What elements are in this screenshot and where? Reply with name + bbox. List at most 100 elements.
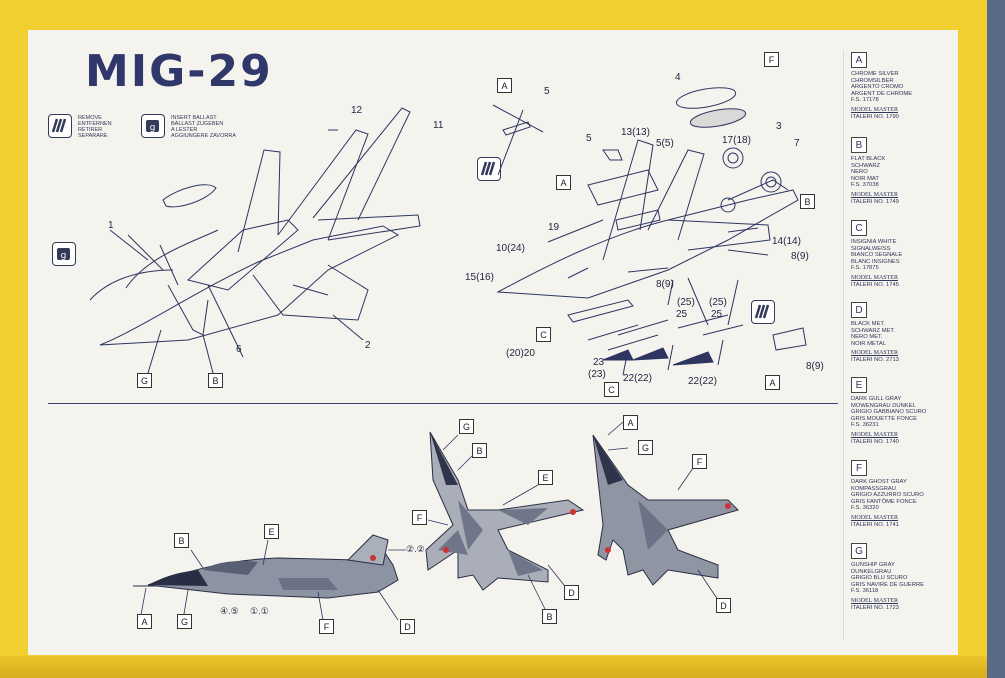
callout-25-c: (25)	[709, 297, 727, 308]
color-box-b: B	[208, 373, 223, 388]
swatch-brand: MODEL MASTER	[851, 274, 898, 281]
callout-12: 12	[351, 105, 363, 116]
remove-icon	[48, 114, 72, 138]
callout-3: 3	[776, 121, 782, 132]
color-box-e: E	[538, 470, 553, 485]
swatch-ref: ITALERI NO. 1745	[851, 281, 899, 288]
callout-20: (20)20	[506, 348, 535, 359]
swatch-letter: B	[851, 137, 867, 153]
swatch-brand: MODEL MASTER	[851, 431, 898, 438]
callout-10: 10(24)	[496, 243, 525, 254]
color-box-c: C	[536, 327, 551, 342]
callout-1: 1	[108, 220, 114, 231]
ballast-icon: g	[52, 242, 76, 266]
color-box-g: G	[177, 614, 192, 629]
paint-swatch-g: G GUNSHIP GRAY DUNKELGRAU GRIGIO BLU SCU…	[851, 543, 961, 611]
callout-2: 2	[365, 340, 371, 351]
callout-6: 6	[236, 344, 242, 355]
main-assembly-fuselage	[99, 225, 400, 346]
callout-22-a: 22(22)	[623, 373, 652, 384]
callout-8-right: 8(9)	[791, 251, 809, 262]
swatch-brand: MODEL MASTER	[851, 106, 898, 113]
swatch-names: INSIGNIA WHITE SIGNALWEISS BIANCO SEGNAL…	[851, 239, 903, 272]
color-box-f: F	[319, 619, 334, 634]
swatch-letter: A	[851, 52, 867, 68]
color-box-a: A	[497, 78, 512, 93]
section-divider	[48, 403, 838, 404]
profile-view-aircraft	[133, 534, 399, 599]
swatch-letter: C	[851, 220, 867, 236]
callout-25-d: 25	[711, 309, 723, 320]
swatch-ref: ITALERI NO. 1790	[851, 113, 899, 120]
camo-top-view-aircraft-1	[425, 431, 585, 591]
camo-top-view-aircraft-2	[592, 434, 739, 586]
color-box-g: G	[638, 440, 653, 455]
legend-remove-text: REMOVE ENTFERNEN RETIRER SEPARARE	[78, 115, 112, 139]
remove-icon	[477, 157, 501, 181]
assembly-line-art	[89, 87, 807, 621]
color-box-g: G	[459, 419, 474, 434]
color-box-f: F	[692, 454, 707, 469]
callout-4: 4	[675, 72, 681, 83]
color-box-b: B	[800, 194, 815, 209]
color-box-d: D	[716, 598, 731, 613]
color-box-g: G	[137, 373, 152, 388]
color-box-c: C	[604, 382, 619, 397]
swatch-ref: ITALERI NO. 2713	[851, 357, 899, 364]
color-box-f: F	[412, 510, 427, 525]
color-box-e: E	[264, 524, 279, 539]
svg-text:g: g	[61, 251, 67, 261]
paint-swatch-e: E DARK GULL GRAY MOWENGRAU DUNKEL GRIGIO…	[851, 377, 961, 445]
callout-5-left: 5	[586, 133, 592, 144]
paint-swatch-b: B FLAT BLACK SCHWARZ NERO NOIR MAT F.S. …	[851, 137, 961, 205]
remove-icon	[751, 300, 775, 324]
swatch-names: GUNSHIP GRAY DUNKELGRAU GRIGIO BLU SCURO…	[851, 562, 925, 595]
swatch-ref: ITALERI NO. 1723	[851, 604, 899, 611]
swatch-letter: E	[851, 377, 867, 393]
callout-17: 17(18)	[722, 135, 751, 146]
decal-mark-belly-left: ④.⑤	[220, 606, 239, 616]
decal-mark-belly-right: ①.①	[250, 606, 269, 616]
callout-15: 15(16)	[465, 272, 494, 283]
swatch-names: FLAT BLACK SCHWARZ NERO NOIR MAT F.S. 37…	[851, 156, 886, 189]
color-box-b: B	[542, 609, 557, 624]
callout-11: 11	[433, 120, 444, 131]
swatch-brand: MODEL MASTER	[851, 514, 898, 521]
paint-swatch-a: A CHROME SILVER CHROMSILBER ARGENTO CROM…	[851, 52, 961, 120]
decal-mark-tail: ②.②	[406, 544, 425, 554]
swatch-names: DARK GULL GRAY MOWENGRAU DUNKEL GRIGIO G…	[851, 396, 927, 429]
color-box-b: B	[174, 533, 189, 548]
swatch-letter: F	[851, 460, 867, 476]
swatch-column-divider	[843, 50, 844, 640]
engine-assembly-fuselage	[496, 189, 799, 299]
callout-19: 19	[548, 222, 560, 233]
swatch-letter: D	[851, 302, 867, 318]
callout-22-b: 22(22)	[688, 376, 717, 387]
swatch-brand: MODEL MASTER	[851, 597, 898, 604]
model-title: MIG-29	[85, 46, 273, 97]
paint-swatch-f: F DARK GHOST GRAY KOMPASSGRAU GRIGIO AZZ…	[851, 460, 961, 528]
swatch-letter: G	[851, 543, 867, 559]
color-box-d: D	[400, 619, 415, 634]
color-box-a: A	[765, 375, 780, 390]
swatch-names: DARK GHOST GRAY KOMPASSGRAU GRIGIO AZZUR…	[851, 479, 924, 512]
swatch-ref: ITALERI NO. 1749	[851, 198, 899, 205]
svg-text:g: g	[150, 123, 156, 133]
color-box-a: A	[137, 614, 152, 629]
callout-25-b: 25	[676, 309, 688, 320]
callout-7: 7	[794, 138, 800, 149]
callout-23-a: 23	[593, 357, 605, 368]
instruction-sheet: MIG-29 REMOVE ENTFERNEN RETIRER SEPARARE…	[28, 30, 958, 655]
callout-8-mid: 8(9)	[656, 279, 674, 290]
color-box-d: D	[564, 585, 579, 600]
swatch-brand: MODEL MASTER	[851, 350, 898, 357]
callout-13: 13(13)	[621, 127, 650, 138]
ballast-icon: g	[141, 114, 165, 138]
swatch-brand: MODEL MASTER	[851, 191, 898, 198]
swatch-names: BLACK MET. SCHWARZ MET. NERO MET. NOIR M…	[851, 321, 895, 347]
callout-23-b: (23)	[588, 369, 606, 380]
swatch-ref: ITALERI NO. 1741	[851, 521, 899, 528]
callout-14: 14(14)	[772, 236, 801, 247]
callout-8-bottom: 8(9)	[806, 361, 824, 372]
